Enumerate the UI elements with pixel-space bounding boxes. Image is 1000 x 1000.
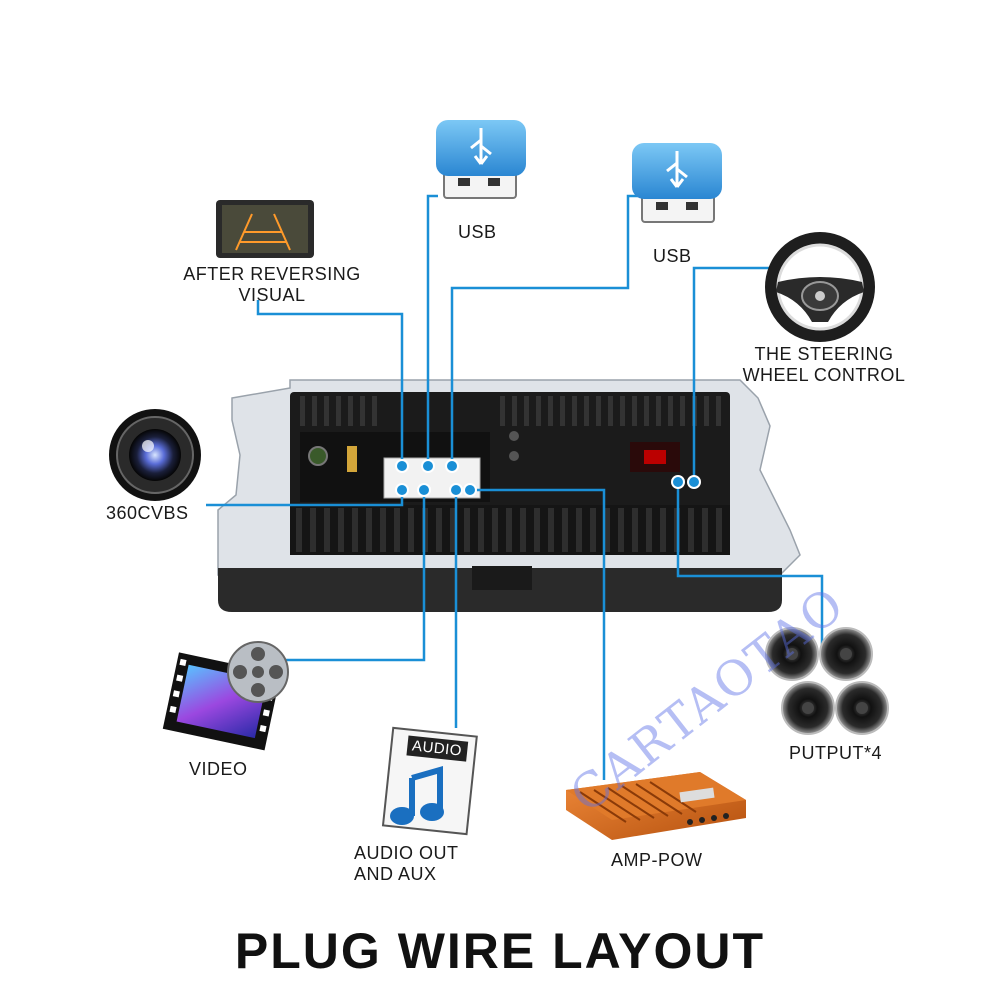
after-reversing-line-1: AFTER REVERSING bbox=[183, 264, 361, 284]
rear-camera-screen-icon bbox=[216, 200, 314, 258]
wire-usb-1 bbox=[426, 194, 438, 466]
usb-drive-icon bbox=[436, 120, 526, 199]
red-port bbox=[644, 450, 666, 464]
antenna-port bbox=[347, 446, 357, 472]
speaker-icon bbox=[781, 681, 835, 735]
wire-amp bbox=[470, 488, 606, 780]
usb-label-2: USB bbox=[653, 246, 692, 266]
wire-usb-2 bbox=[450, 194, 640, 466]
audio-label: AUDIO OUT AND AUX bbox=[354, 843, 459, 885]
gps-port bbox=[308, 446, 328, 466]
wire-reversing bbox=[256, 300, 404, 466]
audio-line-1: AUDIO OUT bbox=[354, 843, 459, 863]
speaker-icon bbox=[835, 681, 889, 735]
amplifier-icon bbox=[566, 772, 746, 840]
wires bbox=[206, 194, 824, 780]
page-title: PLUG WIRE LAYOUT bbox=[234, 923, 766, 979]
steering-wheel-icon bbox=[765, 232, 875, 342]
wire-output bbox=[676, 482, 824, 650]
speaker-icon bbox=[819, 627, 873, 681]
steering-label: THE STEERING WHEEL CONTROL bbox=[726, 344, 922, 386]
video-film-icon bbox=[162, 641, 289, 751]
heatsink-fins-bottom bbox=[290, 505, 730, 555]
output-label: PUTPUT*4 bbox=[789, 743, 883, 763]
speaker-icon bbox=[765, 627, 819, 681]
wire-terminals bbox=[395, 459, 701, 497]
bottom-bracket bbox=[472, 566, 532, 590]
wire-video bbox=[286, 490, 426, 662]
audio-note-icon bbox=[381, 726, 478, 836]
usb-label-1: USB bbox=[458, 222, 497, 242]
heatsink-fins-top bbox=[300, 396, 721, 426]
wire-steering bbox=[692, 266, 780, 480]
after-reversing-line-2: VISUAL bbox=[238, 285, 306, 305]
after-reversing-label: AFTER REVERSING VISUAL bbox=[172, 264, 372, 306]
amp-label: AMP-POW bbox=[611, 850, 703, 870]
video-label: VIDEO bbox=[189, 759, 248, 779]
steering-line-1: THE STEERING bbox=[754, 344, 894, 364]
usb-drive-icon bbox=[632, 143, 722, 223]
camera-lens-icon bbox=[109, 409, 201, 501]
steering-line-2: WHEEL CONTROL bbox=[742, 365, 906, 385]
audio-line-2: AND AUX bbox=[354, 864, 437, 884]
cvbs-label: 360CVBS bbox=[106, 503, 189, 523]
